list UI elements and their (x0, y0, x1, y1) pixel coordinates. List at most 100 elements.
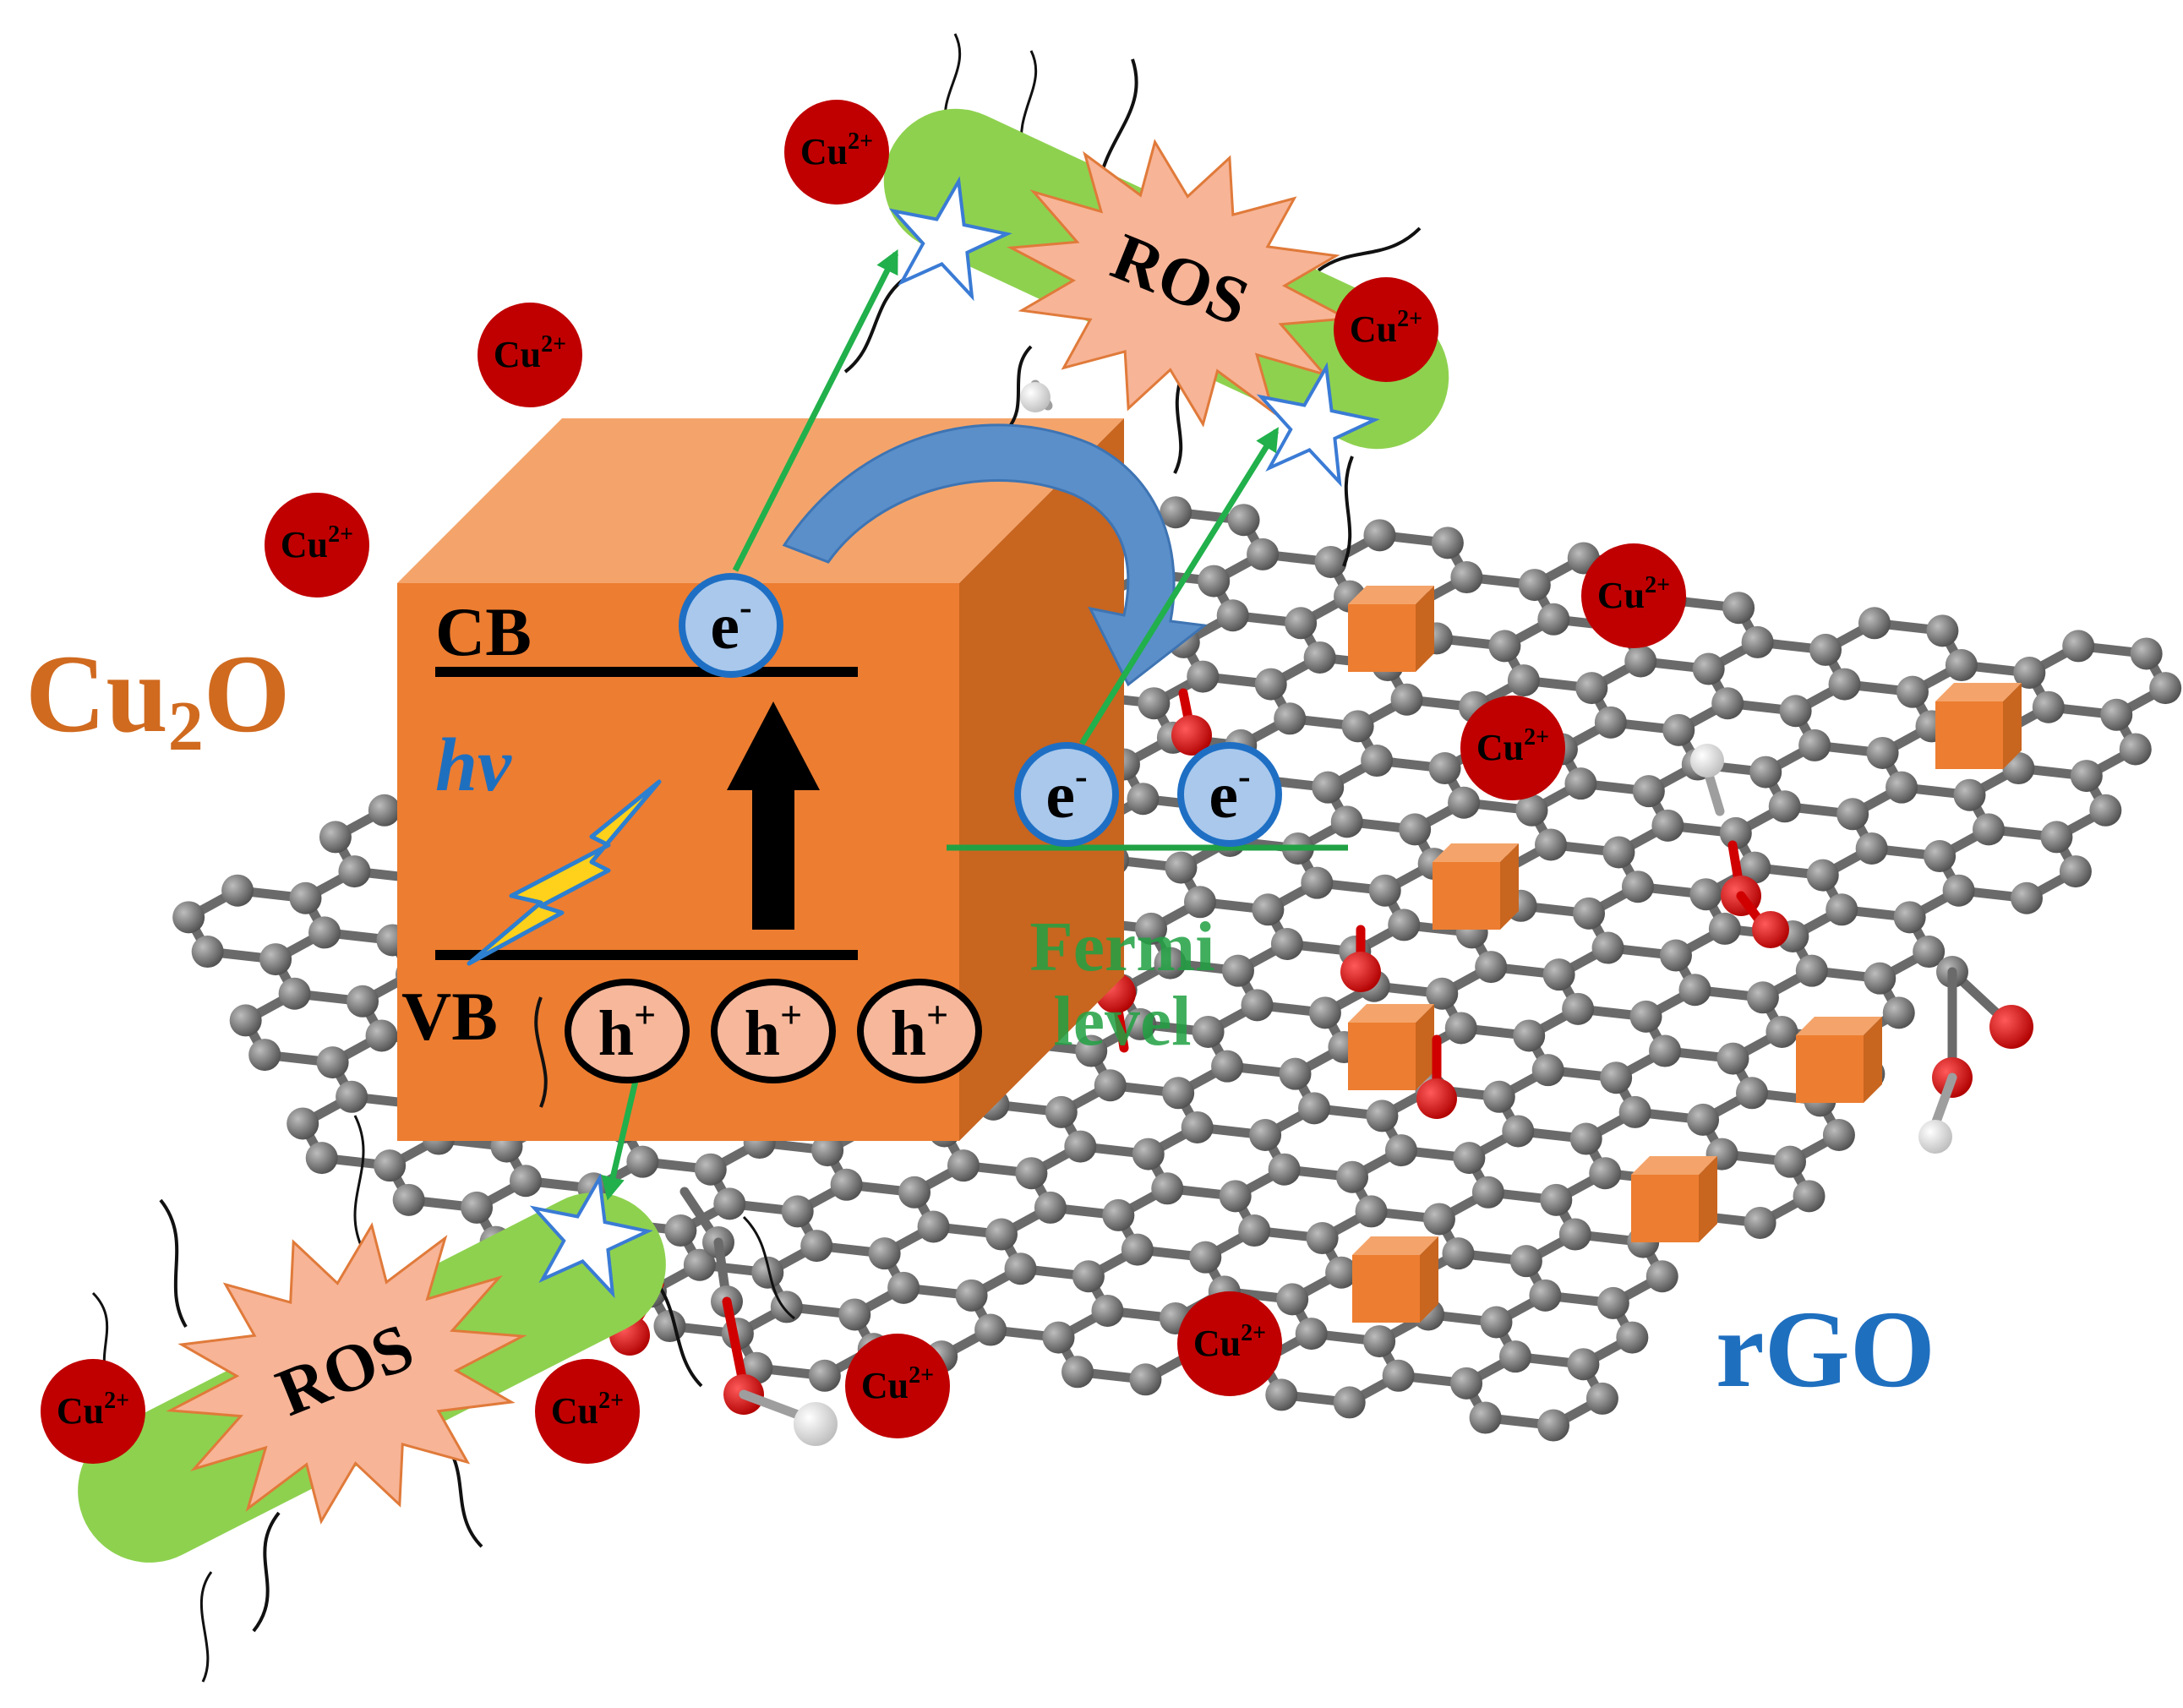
carbon-atom (1298, 1092, 1331, 1125)
carbon-atom (1864, 962, 1896, 995)
carbon-atom (316, 1046, 349, 1079)
carbon-atom (248, 1039, 281, 1072)
carbon-atom (1384, 1134, 1417, 1167)
cu-ion-label: Cu2+ (1350, 306, 1422, 350)
carbon-atom (1336, 1160, 1369, 1193)
carbon-atom (1135, 912, 1168, 945)
carbon-atom (868, 1237, 901, 1270)
carbon-atom (1183, 886, 1216, 919)
carbon-atom (1072, 1260, 1105, 1293)
carbon-atom (1216, 599, 1249, 632)
carbon-atom (1192, 1015, 1225, 1048)
carbon-atom (1160, 496, 1192, 529)
carbon-atom (2013, 657, 2046, 690)
carbon-atom (1247, 538, 1280, 570)
carbon-atom (1618, 1095, 1651, 1128)
carbon-atom (1382, 1359, 1415, 1392)
carbon-atom (1719, 816, 1752, 849)
carbon-atom (1132, 1138, 1165, 1170)
reaction-star-icon (888, 176, 1012, 302)
cu-ion: Cu2+ (784, 100, 889, 205)
carbon-atom (2089, 794, 2122, 827)
carbon-atom (229, 1004, 262, 1037)
carbon-atom (2119, 733, 2152, 766)
cu-ion: Cu2+ (1581, 543, 1686, 648)
carbon-atom (509, 1165, 542, 1198)
carbon-atom (1075, 1034, 1108, 1067)
carbon-atom (1924, 840, 1957, 873)
ros-burst-shape (1007, 139, 1351, 428)
carbon-atom (1836, 798, 1869, 831)
small-cube-icon (1352, 1236, 1438, 1323)
bacterium-flagellum (1317, 226, 1422, 272)
carbon-atom (1301, 866, 1334, 899)
carbon-atom (1388, 909, 1421, 941)
carbon-atom (1953, 778, 1986, 811)
carbon-atom (955, 1279, 988, 1312)
carbon-atom (1594, 706, 1627, 739)
bacterium-flagellum (159, 1198, 188, 1329)
carbon-atom (1268, 1153, 1301, 1186)
carbon-atom (1181, 1110, 1214, 1143)
carbon-atom (287, 1107, 319, 1140)
carbon-atom (1450, 1367, 1483, 1400)
oxygen-functional-groups (609, 379, 2033, 1446)
carbon-atom (1219, 1180, 1252, 1213)
bacterium-flagellum (843, 277, 906, 374)
carbon-atom (664, 1214, 697, 1247)
carbon-atom (1540, 1183, 1573, 1216)
carbon-atom (1573, 897, 1606, 930)
carbon-atom (2032, 690, 2065, 723)
carbon-atom (1749, 756, 1782, 789)
carbon-atom (1515, 794, 1548, 827)
carbon-atom (1124, 1007, 1157, 1040)
carbon-atom (2040, 821, 2073, 854)
carbon-atom (374, 1149, 407, 1182)
electron-transfer-arrow (1079, 427, 1279, 745)
bacterium-flagellum (742, 1215, 795, 1320)
carbon-atom (1585, 1382, 1618, 1415)
hole-vb: h+ (711, 979, 836, 1083)
carbon-atom (1431, 527, 1464, 559)
oxygen-atom (1171, 715, 1212, 756)
carbon-atom (1972, 813, 2005, 846)
carbon-atom (1187, 660, 1220, 693)
carbon-atom (1276, 1283, 1309, 1316)
carbon-atom (1632, 775, 1665, 808)
cu-ion: Cu2+ (535, 1359, 640, 1464)
carbon-atom (1513, 1019, 1546, 1052)
cu-ion-label: Cu2+ (1597, 572, 1670, 616)
svg-text:h+: h+ (891, 993, 949, 1069)
electron-cb: e- (679, 573, 783, 678)
carbon-atom (1475, 951, 1508, 984)
cu2o-small-cubes (1348, 586, 2022, 1323)
carbon-atom (1252, 893, 1285, 926)
carbon-atom (1471, 1176, 1504, 1209)
carbon-atom (683, 1248, 716, 1281)
carbon-atom (1602, 836, 1635, 869)
cu2o-label: Cu2O (25, 631, 290, 766)
carbon-atom (1102, 1198, 1135, 1231)
carbon-atom (1651, 809, 1684, 842)
small-cube-icon (1348, 1004, 1434, 1090)
bacterium-flagellum (1004, 345, 1033, 433)
hydrogen-atom (1020, 382, 1051, 412)
carbon-atom (1034, 1191, 1067, 1224)
carbon-atom (1308, 996, 1341, 1029)
carbon-atom (1363, 519, 1396, 552)
cu-ion: Cu2+ (1460, 696, 1565, 800)
ros-burst-top: ROS (1007, 139, 1351, 428)
bacterium-flagellum (199, 1571, 213, 1683)
carbon-atom (1129, 1363, 1162, 1396)
carbon-atom (1662, 713, 1695, 746)
carbon-atom (1509, 1245, 1542, 1278)
carbon-atom (1621, 870, 1654, 903)
carbon-atom (1537, 1409, 1570, 1442)
hydrogen-atom (1690, 744, 1724, 778)
cu-ions: Cu2+Cu2+Cu2+Cu2+Cu2+Cu2+Cu2+Cu2+Cu2+Cu2+ (41, 100, 1686, 1464)
carbon-atom (1567, 1348, 1600, 1381)
carbon-atom (1450, 561, 1483, 594)
carbon-atom (1806, 859, 1839, 892)
carbon-atom (1238, 1214, 1271, 1247)
cu-ion-label: Cu2+ (551, 1388, 624, 1432)
